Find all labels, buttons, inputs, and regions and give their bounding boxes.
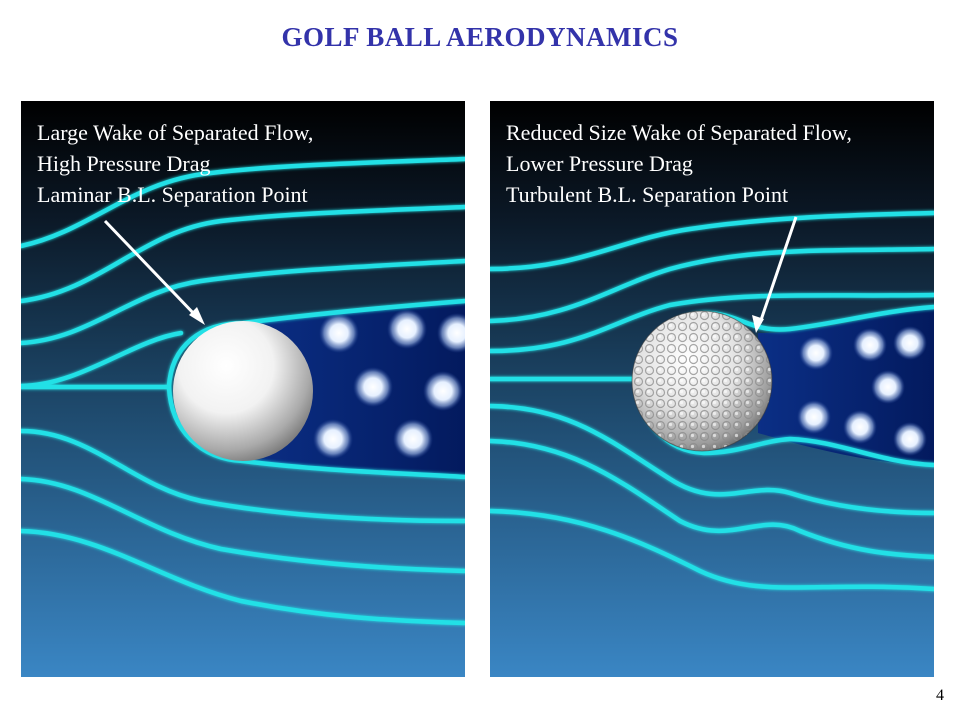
- vortex: [353, 367, 393, 407]
- vortex: [843, 410, 877, 444]
- vortex: [423, 371, 463, 411]
- dimpled-ball-panel: Reduced Size Wake of Separated Flow, Low…: [490, 101, 934, 677]
- smooth-ball-panel: Large Wake of Separated Flow, High Press…: [21, 101, 465, 677]
- vortex: [393, 419, 433, 459]
- page-number: 4: [936, 687, 944, 705]
- vortex: [893, 326, 927, 360]
- smooth-golf-ball: [173, 321, 313, 461]
- caption-line: Turbulent B.L. Separation Point: [506, 179, 852, 210]
- vortex: [871, 370, 905, 404]
- vortex: [853, 328, 887, 362]
- caption-line: Reduced Size Wake of Separated Flow,: [506, 117, 852, 148]
- slide-title: GOLF BALL AERODYNAMICS: [0, 22, 960, 53]
- vortex: [313, 419, 353, 459]
- caption-line: Large Wake of Separated Flow,: [37, 117, 313, 148]
- vortex: [387, 309, 427, 349]
- caption-line: High Pressure Drag: [37, 148, 313, 179]
- vortex: [799, 336, 833, 370]
- vortex: [797, 400, 831, 434]
- dimpled-ball-caption: Reduced Size Wake of Separated Flow, Low…: [506, 117, 852, 210]
- vortex: [893, 422, 927, 456]
- caption-line: Lower Pressure Drag: [506, 148, 852, 179]
- smooth-ball-caption: Large Wake of Separated Flow, High Press…: [37, 117, 313, 210]
- dimpled-golf-ball: [632, 311, 772, 451]
- vortex: [319, 313, 359, 353]
- caption-line: Laminar B.L. Separation Point: [37, 179, 313, 210]
